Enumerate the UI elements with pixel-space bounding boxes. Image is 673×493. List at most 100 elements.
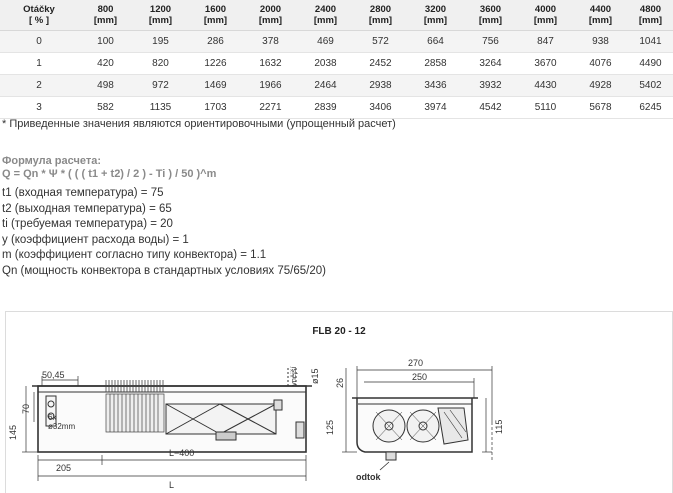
speed-cell: 0 (0, 30, 78, 53)
power-cell: 2452 (353, 52, 408, 75)
pipe-label-count: 6x (48, 413, 56, 422)
power-cell: 756 (463, 30, 518, 53)
power-cell: 469 (298, 30, 353, 53)
dim-height-inner: 70 (21, 404, 31, 414)
header-length: 4000[mm] (518, 0, 573, 31)
power-cell: 100 (78, 30, 133, 53)
power-cell: 1226 (188, 52, 243, 75)
power-cell: 1135 (133, 96, 188, 119)
power-cell: 2858 (408, 52, 463, 75)
dim-width-inner: 250 (412, 372, 427, 382)
power-cell: 3436 (408, 74, 463, 97)
dim-height-outer: 145 (8, 425, 18, 440)
header-length: 1200[mm] (133, 0, 188, 31)
table-row: 2 498 972 1469 1966 2464 2938 3436 3932 … (0, 74, 673, 97)
technical-drawing-panel: FLB 20 - 12 (5, 311, 673, 493)
param-t1: t1 (входная температура) = 75 (2, 187, 164, 199)
header-length-unit: [mm] (148, 15, 173, 26)
power-cell: 6245 (628, 96, 673, 119)
dim-inner-length: L−400 (169, 448, 194, 458)
header-length: 1600[mm] (188, 0, 243, 31)
power-cell: 3932 (463, 74, 518, 97)
dim-width-outer: 270 (408, 358, 423, 368)
label-diameter-15: ø15 (310, 368, 320, 384)
header-length-unit: [mm] (313, 15, 338, 26)
power-cell: 420 (78, 52, 133, 75)
fan-unit (165, 403, 277, 435)
power-cell: 4928 (573, 74, 628, 97)
power-cell: 2464 (298, 74, 353, 97)
header-length-value: 1600 (204, 4, 227, 15)
power-cell: 4076 (573, 52, 628, 75)
header-length-unit: [mm] (533, 15, 558, 26)
power-cell: 1041 (628, 30, 673, 53)
header-length: 2400[mm] (298, 0, 353, 31)
grille-fins (105, 380, 164, 392)
heat-exchanger-section (437, 407, 469, 445)
power-cell: 1966 (243, 74, 298, 97)
header-length-unit: [mm] (423, 15, 448, 26)
power-cell: 972 (133, 74, 188, 97)
parameter-list: t1 (входная температура) = 75 t2 (выходн… (2, 186, 326, 279)
power-cell: 572 (353, 30, 408, 53)
header-length-unit: [mm] (368, 15, 393, 26)
power-cell: 1632 (243, 52, 298, 75)
header-length-unit: [mm] (258, 15, 283, 26)
power-cell: 498 (78, 74, 133, 97)
header-length-value: 800 (97, 4, 114, 15)
power-cell: 4542 (463, 96, 518, 119)
power-cell: 4490 (628, 52, 673, 75)
power-cell: 3974 (408, 96, 463, 119)
power-cell: 195 (133, 30, 188, 53)
power-cell: 286 (188, 30, 243, 53)
dim-height-right: 115 (494, 420, 504, 434)
header-length-unit: [mm] (638, 15, 663, 26)
power-cell: 582 (78, 96, 133, 119)
table-header-row: Otáčky [ % ] 800[mm] 1200[mm] 1600[mm] 2… (0, 0, 673, 31)
power-cell: 847 (518, 30, 573, 53)
header-length: 800[mm] (78, 0, 133, 31)
power-cell: 664 (408, 30, 463, 53)
header-length: 3600[mm] (463, 0, 518, 31)
header-length-value: 4400 (589, 4, 612, 15)
speed-cell: 1 (0, 52, 78, 75)
param-qn: Qn (мощность конвектора в стандартных ус… (2, 264, 326, 277)
header-length-value: 4800 (639, 4, 662, 15)
speed-cell: 3 (0, 96, 78, 119)
speed-cell: 2 (0, 74, 78, 97)
header-length: 2000[mm] (243, 0, 298, 31)
dim-top: 50,45 (42, 370, 65, 380)
power-cell: 4430 (518, 74, 573, 97)
header-length-unit: [mm] (203, 15, 228, 26)
header-speed-label: Otáčky (23, 4, 55, 15)
performance-table: Otáčky [ % ] 800[mm] 1200[mm] 1600[mm] 2… (0, 0, 673, 119)
power-cell: 3406 (353, 96, 408, 119)
power-cell: 938 (573, 30, 628, 53)
dim-top-offset: 26 (335, 378, 345, 388)
dim-offset: 205 (56, 463, 71, 473)
table-row: 0 100 195 286 378 469 572 664 756 847 93… (0, 30, 673, 53)
label-vnejsi: vnější (289, 365, 298, 386)
header-speed-unit: [ % ] (28, 15, 50, 26)
table-row: 1 420 820 1226 1632 2038 2452 2858 3264 … (0, 52, 673, 75)
header-length-unit: [mm] (588, 15, 613, 26)
dim-height: 125 (325, 420, 335, 435)
header-length: 4800[mm] (628, 0, 673, 31)
formula-expression: Q = Qn * Ψ * ( ( ( t1 + t2) / 2 ) - Ti )… (2, 168, 217, 180)
power-cell: 1469 (188, 74, 243, 97)
param-m: m (коэффициент согласно типу конвектора)… (2, 249, 267, 261)
param-ti: ti (требуемая температура) = 20 (2, 218, 173, 230)
power-cell: 5678 (573, 96, 628, 119)
power-cell: 2271 (243, 96, 298, 119)
power-cell: 5402 (628, 74, 673, 97)
heat-exchanger (105, 393, 165, 433)
formula-title: Формула расчета: (2, 155, 102, 167)
table-row: 3 582 1135 1703 2271 2839 3406 3974 4542… (0, 96, 673, 119)
table-footnote: * Приведенные значения являются ориентир… (2, 118, 396, 130)
header-length: 2800[mm] (353, 0, 408, 31)
drain-label: odtok (356, 472, 381, 482)
header-length-value: 2400 (314, 4, 337, 15)
header-length: 3200[mm] (408, 0, 463, 31)
header-length-value: 3200 (424, 4, 447, 15)
header-length-value: 2800 (369, 4, 392, 15)
